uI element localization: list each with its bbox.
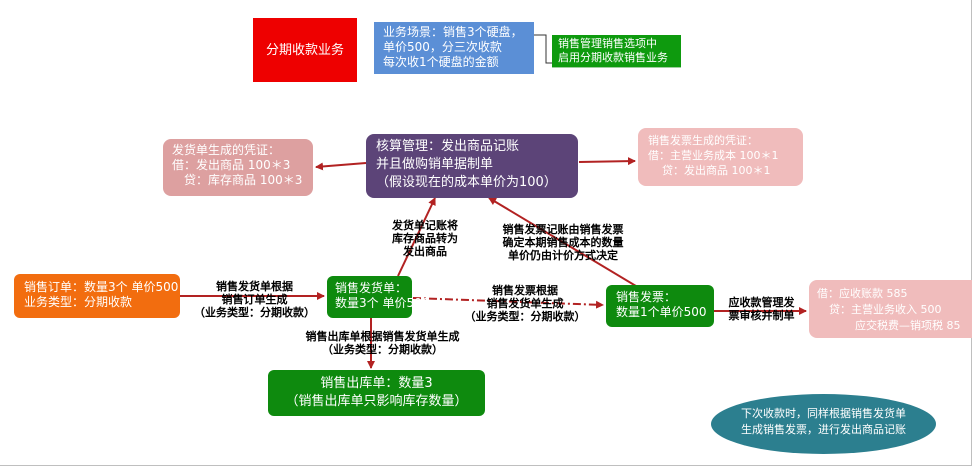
voucher-line: 销售发票生成的凭证：: [648, 134, 758, 147]
note-line: 确定本期销售成本的数量: [502, 236, 624, 249]
note-delivery-to-invoice: 销售发票根据 销售发货单生成 （业务类型：分期收款）: [455, 284, 595, 323]
accounting-line: 核算管理：发出商品记账: [376, 139, 520, 154]
voucher-line: 借：主营业务成本 100＊1: [648, 149, 779, 162]
order-line: 业务类型：分期收款: [24, 295, 133, 309]
config-box: 销售管理销售选项中 启用分期收款销售业务: [552, 35, 681, 68]
outbound-line: 销售出库单：数量3: [320, 376, 433, 391]
delivery-line: 销售发货单：: [335, 281, 408, 295]
arrow-accounting-to-invoice-voucher: [578, 157, 636, 166]
sales-order-box: 销售订单：数量3个 单价500 业务类型：分期收款: [14, 274, 180, 318]
note-line: （业务类型：分期收款）: [322, 343, 443, 356]
note-line: 销售发货单生成: [486, 297, 564, 310]
delivery-box: 销售发货单： 数量3个 单价500: [327, 276, 430, 318]
note-invoice-to-accounting: 销售发票记账由销售发票 确定本期销售成本的数量 单价仍由计价方式决定: [478, 223, 648, 262]
installment-sales-title: 分期收款业务: [253, 18, 357, 82]
scenario-box: 业务场景：销售3个硬盘， 单价500，分三次收款 每次收1个硬盘的金额: [374, 22, 534, 74]
voucher-line: 借：发出商品 100＊3: [172, 158, 291, 172]
ar-voucher-box: 借：应收账款 585 贷：主营业务收入 500 应交税费—销项税 85: [809, 280, 972, 338]
note-delivery-to-accounting: 发货单记账将 库存商品转为 发出商品: [380, 219, 470, 258]
voucher-line: 贷：库存商品 100＊3: [184, 173, 303, 187]
delivery-line: 数量3个 单价500: [335, 296, 430, 310]
note-line: 销售订单生成: [221, 293, 288, 306]
note-invoice-to-ar: 应收款管理发 票审核并制单: [719, 296, 804, 322]
note-line: 票审核并制单: [728, 309, 795, 322]
note-line: 发货单记账将: [392, 219, 458, 232]
next-collection-ellipse: 下次收款时，同样根据销售发货单 生成销售发票，进行发出商品记账: [711, 394, 936, 454]
arrow-invoice-to-accounting: [488, 197, 637, 287]
order-line: 销售订单：数量3个 单价500: [24, 280, 179, 294]
voucher-line: 发货单生成的凭证：: [172, 143, 281, 157]
scenario-line: 业务场景：销售3个硬盘，: [383, 25, 523, 39]
invoice-line: 数量1个单价500: [616, 305, 707, 319]
note-line: 发出商品: [403, 245, 447, 258]
accounting-box: 核算管理：发出商品记账 并且做购销单据制单 （假设现在的成本单价为100）: [366, 134, 578, 198]
arrow-accounting-to-delivery-voucher: [315, 162, 367, 171]
accounting-line: 并且做购销单据制单: [376, 157, 494, 172]
voucher-line: 应交税费—销项税 85: [855, 319, 961, 332]
scenario-config-bracket: [534, 34, 552, 64]
note-line: 应收款管理发: [728, 296, 795, 309]
voucher-line: 贷：发出商品 100＊1: [662, 164, 771, 177]
invoice-box: 销售发票： 数量1个单价500: [606, 285, 714, 327]
accounting-line: （假设现在的成本单价为100）: [376, 175, 557, 190]
arrow-delivery-to-accounting: [397, 197, 436, 277]
voucher-line: 贷：主营业务收入 500: [829, 303, 942, 316]
note-line: （业务类型：分期收款）: [194, 306, 315, 319]
note-line: 销售发票记账由销售发票: [502, 223, 624, 236]
note-line: 销售发票根据: [492, 284, 558, 297]
scenario-line: 单价500，分三次收款: [383, 40, 502, 54]
voucher-line: 借：应收账款 585: [817, 287, 908, 300]
outbound-line: （销售出库单只影响库存数量）: [285, 394, 468, 409]
invoice-voucher-box: 销售发票生成的凭证： 借：主营业务成本 100＊1 贷：发出商品 100＊1: [638, 128, 803, 186]
note-line: 单价仍由计价方式决定: [508, 249, 618, 262]
note-line: 销售发货单根据: [216, 280, 293, 293]
note-line: 库存商品转为: [392, 232, 458, 245]
outbound-box: 销售出库单：数量3 （销售出库单只影响库存数量）: [268, 370, 485, 416]
next-line: 生成销售发票，进行发出商品记账: [741, 423, 906, 436]
config-line: 销售管理销售选项中: [558, 37, 657, 50]
note-line: （业务类型：分期收款）: [464, 310, 586, 323]
title-label: 分期收款业务: [265, 42, 344, 58]
config-line: 启用分期收款销售业务: [558, 51, 668, 64]
delivery-voucher-box: 发货单生成的凭证： 借：发出商品 100＊3 贷：库存商品 100＊3: [163, 139, 313, 196]
note-line: 销售出库单根据销售发货单生成: [305, 330, 460, 343]
next-line: 下次收款时，同样根据销售发货单: [741, 407, 906, 420]
note-delivery-to-outbound: 销售出库单根据销售发货单生成 （业务类型：分期收款）: [290, 330, 475, 356]
scenario-line: 每次收1个硬盘的金额: [383, 55, 499, 69]
invoice-line: 销售发票：: [616, 290, 677, 304]
note-order-to-delivery: 销售发货单根据 销售订单生成 （业务类型：分期收款）: [187, 280, 322, 319]
